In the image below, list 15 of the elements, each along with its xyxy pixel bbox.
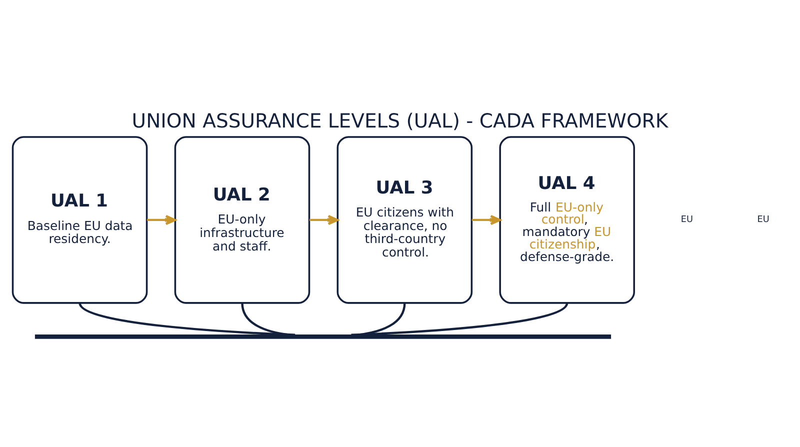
node-bar	[34, 334, 612, 339]
arrow	[147, 214, 176, 226]
label: EU	[680, 215, 693, 226]
node-box: UAL 3 EU citizens with clearance, no third-country control.	[336, 136, 473, 304]
arrow	[472, 214, 501, 226]
connector	[351, 302, 568, 336]
arrow	[309, 214, 338, 226]
diagram-title: UNION ASSURANCE LEVELS (UAL) - CADA FRAMEWORK	[132, 110, 668, 133]
node-box: UAL 2 EU-only infrastructure and staff.	[174, 136, 310, 304]
node-box: UAL 1 Baseline EU data residency.	[12, 136, 148, 304]
connector	[78, 302, 296, 336]
label: EU	[757, 215, 770, 226]
node-box: UAL 4 Full EU-only control, mandatory EU citizenship, defense-grade.	[499, 136, 635, 304]
connector	[241, 302, 290, 336]
connector	[358, 302, 406, 336]
